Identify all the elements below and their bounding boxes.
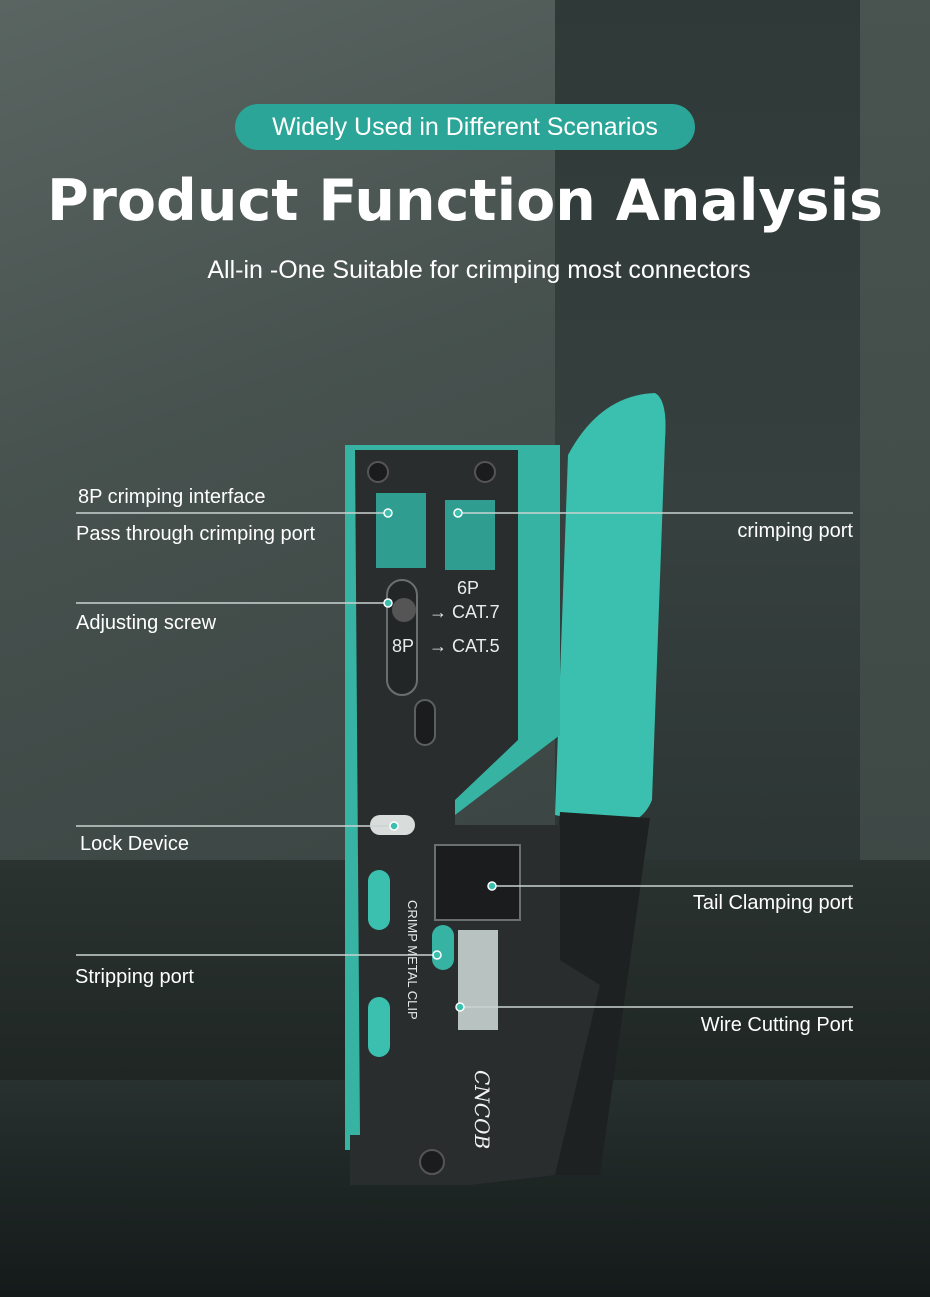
callout-dot — [383, 508, 393, 518]
adjusting-screw-icon — [392, 598, 416, 622]
brand-logo: CNCOB — [470, 1070, 494, 1149]
page-subtitle: All-in -One Suitable for crimping most c… — [207, 256, 751, 284]
label-8p: 8P — [392, 636, 414, 656]
page-title: Product Function Analysis — [47, 168, 883, 234]
callout-stripping-port: Stripping port — [75, 966, 194, 988]
label-cat5: → CAT.5 — [429, 636, 500, 656]
tool-engraving: CRIMP METAL CLIP — [405, 900, 420, 1020]
callout-dot — [455, 1002, 465, 1012]
callout-wire-cutting-port: Wire Cutting Port — [700, 1014, 853, 1036]
screw-icon — [419, 1149, 445, 1175]
callout-dot — [432, 950, 442, 960]
background-wall-far — [860, 0, 930, 870]
callout-dot — [453, 508, 463, 518]
scenario-badge: Widely Used in Different Scenarios — [235, 104, 695, 150]
tail-clamp-block — [434, 844, 521, 921]
label-cat7: → CAT.7 — [429, 602, 500, 622]
stripping-oval — [368, 870, 390, 930]
label-6p: 6P — [457, 578, 479, 598]
callout-8p-crimping-interface: 8P crimping interface — [78, 486, 266, 508]
callout-dot — [389, 821, 399, 831]
callout-crimping-port: crimping port — [737, 520, 853, 542]
lower-slot — [414, 699, 436, 746]
callout-pass-through-crimping-port: Pass through crimping port — [76, 523, 316, 545]
callout-tail-clamping-port: Tail Clamping port — [692, 892, 853, 914]
callout-adjusting-screw: Adjusting screw — [76, 612, 217, 634]
stripping-oval — [368, 997, 390, 1057]
cutting-blade — [458, 930, 498, 1030]
screw-icon — [474, 461, 496, 483]
callout-dot — [383, 598, 393, 608]
port-8p — [376, 493, 426, 568]
callout-dot — [487, 881, 497, 891]
port-6p — [445, 500, 495, 570]
screw-icon — [367, 461, 389, 483]
tool-handle-grip — [555, 393, 666, 826]
stripping-hole — [432, 925, 454, 970]
callout-lock-device: Lock Device — [80, 833, 189, 855]
